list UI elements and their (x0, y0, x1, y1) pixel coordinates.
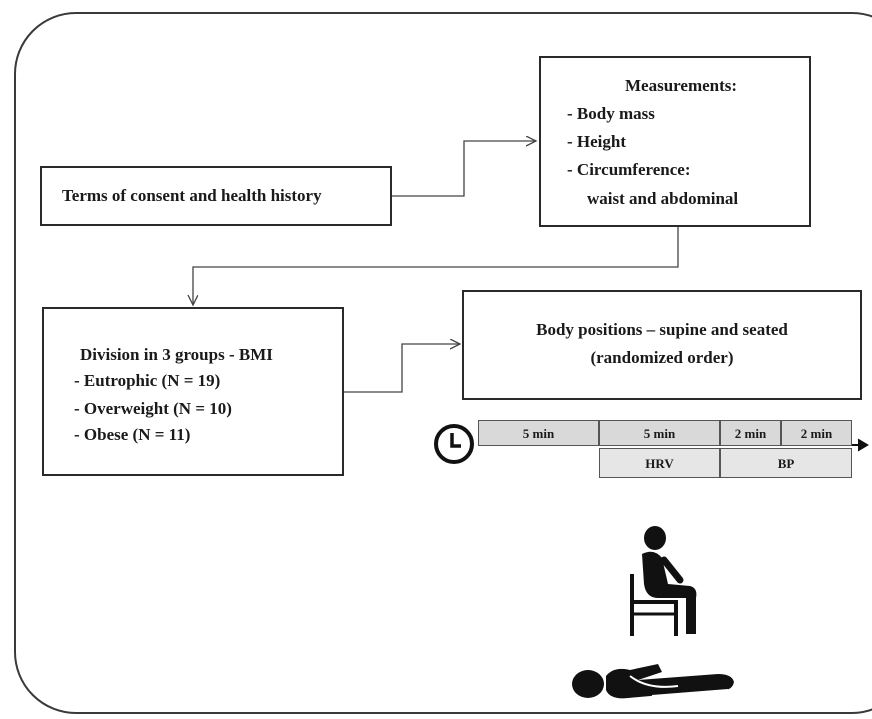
timeline-arrowhead (857, 438, 869, 452)
measurement-item: - Height (567, 132, 627, 151)
timeline-segment: 2 min (720, 420, 781, 446)
measurements-title: Measurements: (625, 76, 738, 95)
timeline-segment: 5 min (599, 420, 720, 446)
positions-box: Body positions – supine and seated (rand… (462, 290, 862, 400)
outer-frame (14, 12, 872, 714)
positions-line2: (randomized order) (590, 348, 734, 367)
arrow-measurements-to-groups (193, 227, 679, 305)
timeline-hrv: HRV (599, 448, 720, 478)
measurement-item: - Body mass (567, 104, 655, 123)
consent-box: Terms of consent and health history (40, 166, 392, 226)
consent-label: Terms of consent and health history (62, 186, 322, 205)
arrow-consent-to-measurements (392, 141, 536, 197)
groups-title: Division in 3 groups - BMI (80, 345, 273, 364)
arrow-groups-to-positions (344, 344, 460, 393)
group-item: - Overweight (N = 10) (74, 399, 232, 418)
measurement-item: - Circumference: (567, 160, 691, 179)
group-item: - Obese (N = 11) (74, 425, 191, 444)
supine-person-icon (568, 650, 738, 708)
positions-line1: Body positions – supine and seated (536, 320, 788, 339)
timeline-segment: 2 min (781, 420, 852, 446)
timeline-bp: BP (720, 448, 852, 478)
seated-person-icon (620, 524, 710, 639)
timeline-segment: 5 min (478, 420, 599, 446)
measurements-box: Measurements: - Body mass - Height - Cir… (539, 56, 811, 227)
group-item: - Eutrophic (N = 19) (74, 371, 221, 390)
groups-box: Division in 3 groups - BMI - Eutrophic (… (42, 307, 344, 476)
clock-icon (432, 422, 476, 466)
measurement-item-continuation: waist and abdominal (587, 189, 739, 208)
